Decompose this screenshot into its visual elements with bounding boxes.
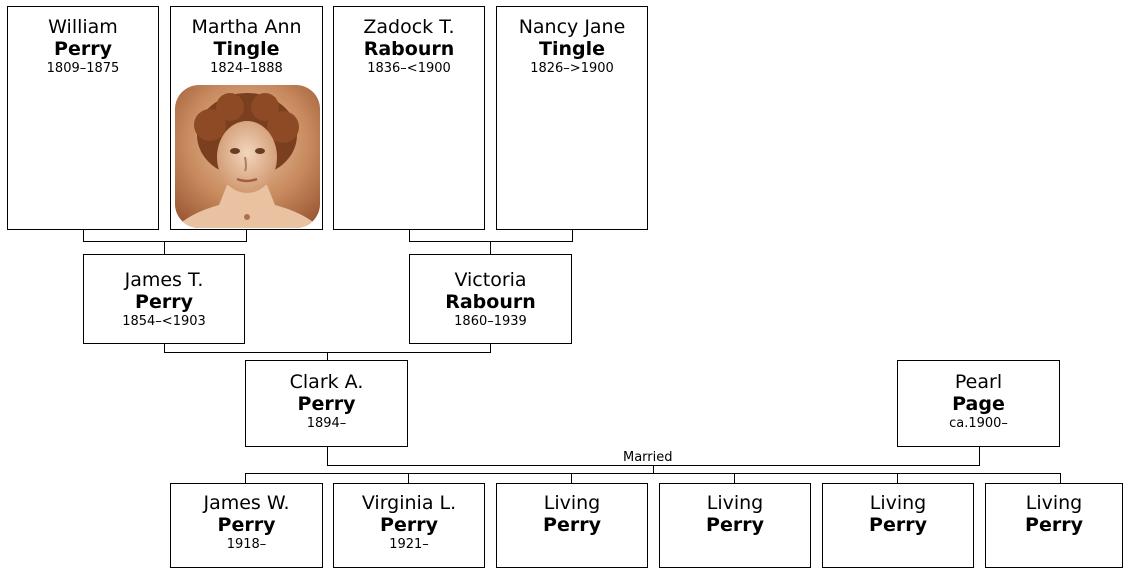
person-box-victoria-rabourn: Victoria Rabourn 1860–1939 — [409, 254, 572, 344]
person-box-james-t-perry: James T. Perry 1854–<1903 — [83, 254, 245, 344]
surname: Perry — [1025, 514, 1083, 536]
person-box-zadock-rabourn: Zadock T. Rabourn 1836–<1900 — [333, 6, 485, 230]
connector-line — [897, 473, 898, 483]
person-box-living-perry: Living Perry — [822, 483, 974, 568]
surname: Perry — [54, 38, 112, 60]
surname: Perry — [869, 514, 927, 536]
connector-line — [734, 473, 735, 483]
connector-line — [83, 230, 84, 242]
person-box-living-perry: Living Perry — [659, 483, 811, 568]
given-name: Zadock T. — [363, 16, 455, 38]
connector-line — [490, 344, 491, 353]
connector-line — [327, 447, 328, 466]
life-dates: 1918– — [226, 537, 267, 552]
life-dates: 1809–1875 — [46, 61, 120, 76]
life-dates: 1894– — [306, 416, 347, 431]
connector-line — [246, 230, 247, 242]
connector-line — [408, 473, 409, 483]
given-name: Martha Ann — [191, 16, 302, 38]
connector-line — [327, 352, 328, 360]
given-name: Clark A. — [289, 371, 364, 393]
connector-line — [245, 473, 246, 483]
connector-line — [490, 241, 491, 254]
person-box-clark-a-perry: Clark A. Perry 1894– — [245, 360, 408, 447]
person-box-nancy-jane-tingle: Nancy Jane Tingle 1826–>1900 — [496, 6, 648, 230]
surname: Rabourn — [445, 291, 536, 313]
given-name: Victoria — [454, 269, 527, 291]
given-name: William — [48, 16, 118, 38]
surname: Tingle — [213, 38, 280, 60]
children-line — [245, 473, 1061, 474]
surname: Perry — [135, 291, 193, 313]
life-dates: 1921– — [389, 537, 429, 552]
surname: Perry — [217, 514, 276, 536]
given-name: James T. — [124, 269, 204, 291]
connector-line — [409, 230, 410, 242]
connector-line — [83, 241, 247, 242]
connector-line — [409, 241, 573, 242]
life-dates: 1836–<1900 — [367, 61, 451, 76]
person-box-james-w-perry: James W. Perry 1918– — [170, 483, 323, 568]
given-name: Pearl — [954, 371, 1003, 393]
surname: Page — [952, 393, 1005, 415]
connector-line — [979, 447, 980, 466]
married-label: Married — [622, 450, 674, 465]
person-box-living-perry: Living Perry — [496, 483, 648, 568]
given-name: James W. — [203, 492, 290, 514]
connector-line — [164, 241, 165, 254]
given-name: Living — [543, 492, 601, 514]
connector-line — [1060, 473, 1061, 483]
surname: Perry — [297, 393, 356, 415]
surname: Rabourn — [363, 38, 455, 60]
surname: Perry — [706, 514, 764, 536]
surname: Perry — [543, 514, 601, 536]
surname: Perry — [380, 514, 438, 536]
person-box-martha-ann-tingle: Martha Ann Tingle 1824–1888 — [170, 6, 323, 230]
connector-line — [653, 465, 654, 474]
life-dates: 1854–<1903 — [122, 314, 206, 329]
life-dates: ca.1900– — [949, 416, 1008, 431]
connector-line — [164, 344, 165, 353]
given-name: Living — [706, 492, 764, 514]
life-dates: 1860–1939 — [454, 314, 527, 329]
connector-line — [572, 230, 573, 242]
life-dates: 1824–1888 — [210, 61, 283, 76]
connector-line — [571, 473, 572, 483]
given-name: Living — [1025, 492, 1083, 514]
person-box-william-perry: William Perry 1809–1875 — [7, 6, 159, 230]
given-name: Living — [869, 492, 927, 514]
given-name: Nancy Jane — [518, 16, 626, 38]
given-name: Virginia L. — [361, 492, 457, 514]
person-box-virginia-l-perry: Virginia L. Perry 1921– — [333, 483, 485, 568]
portrait-photo — [175, 85, 320, 228]
person-box-living-perry: Living Perry — [985, 483, 1123, 568]
person-box-pearl-page: Pearl Page ca.1900– — [897, 360, 1060, 447]
life-dates: 1826–>1900 — [530, 61, 614, 76]
surname: Tingle — [539, 38, 605, 60]
